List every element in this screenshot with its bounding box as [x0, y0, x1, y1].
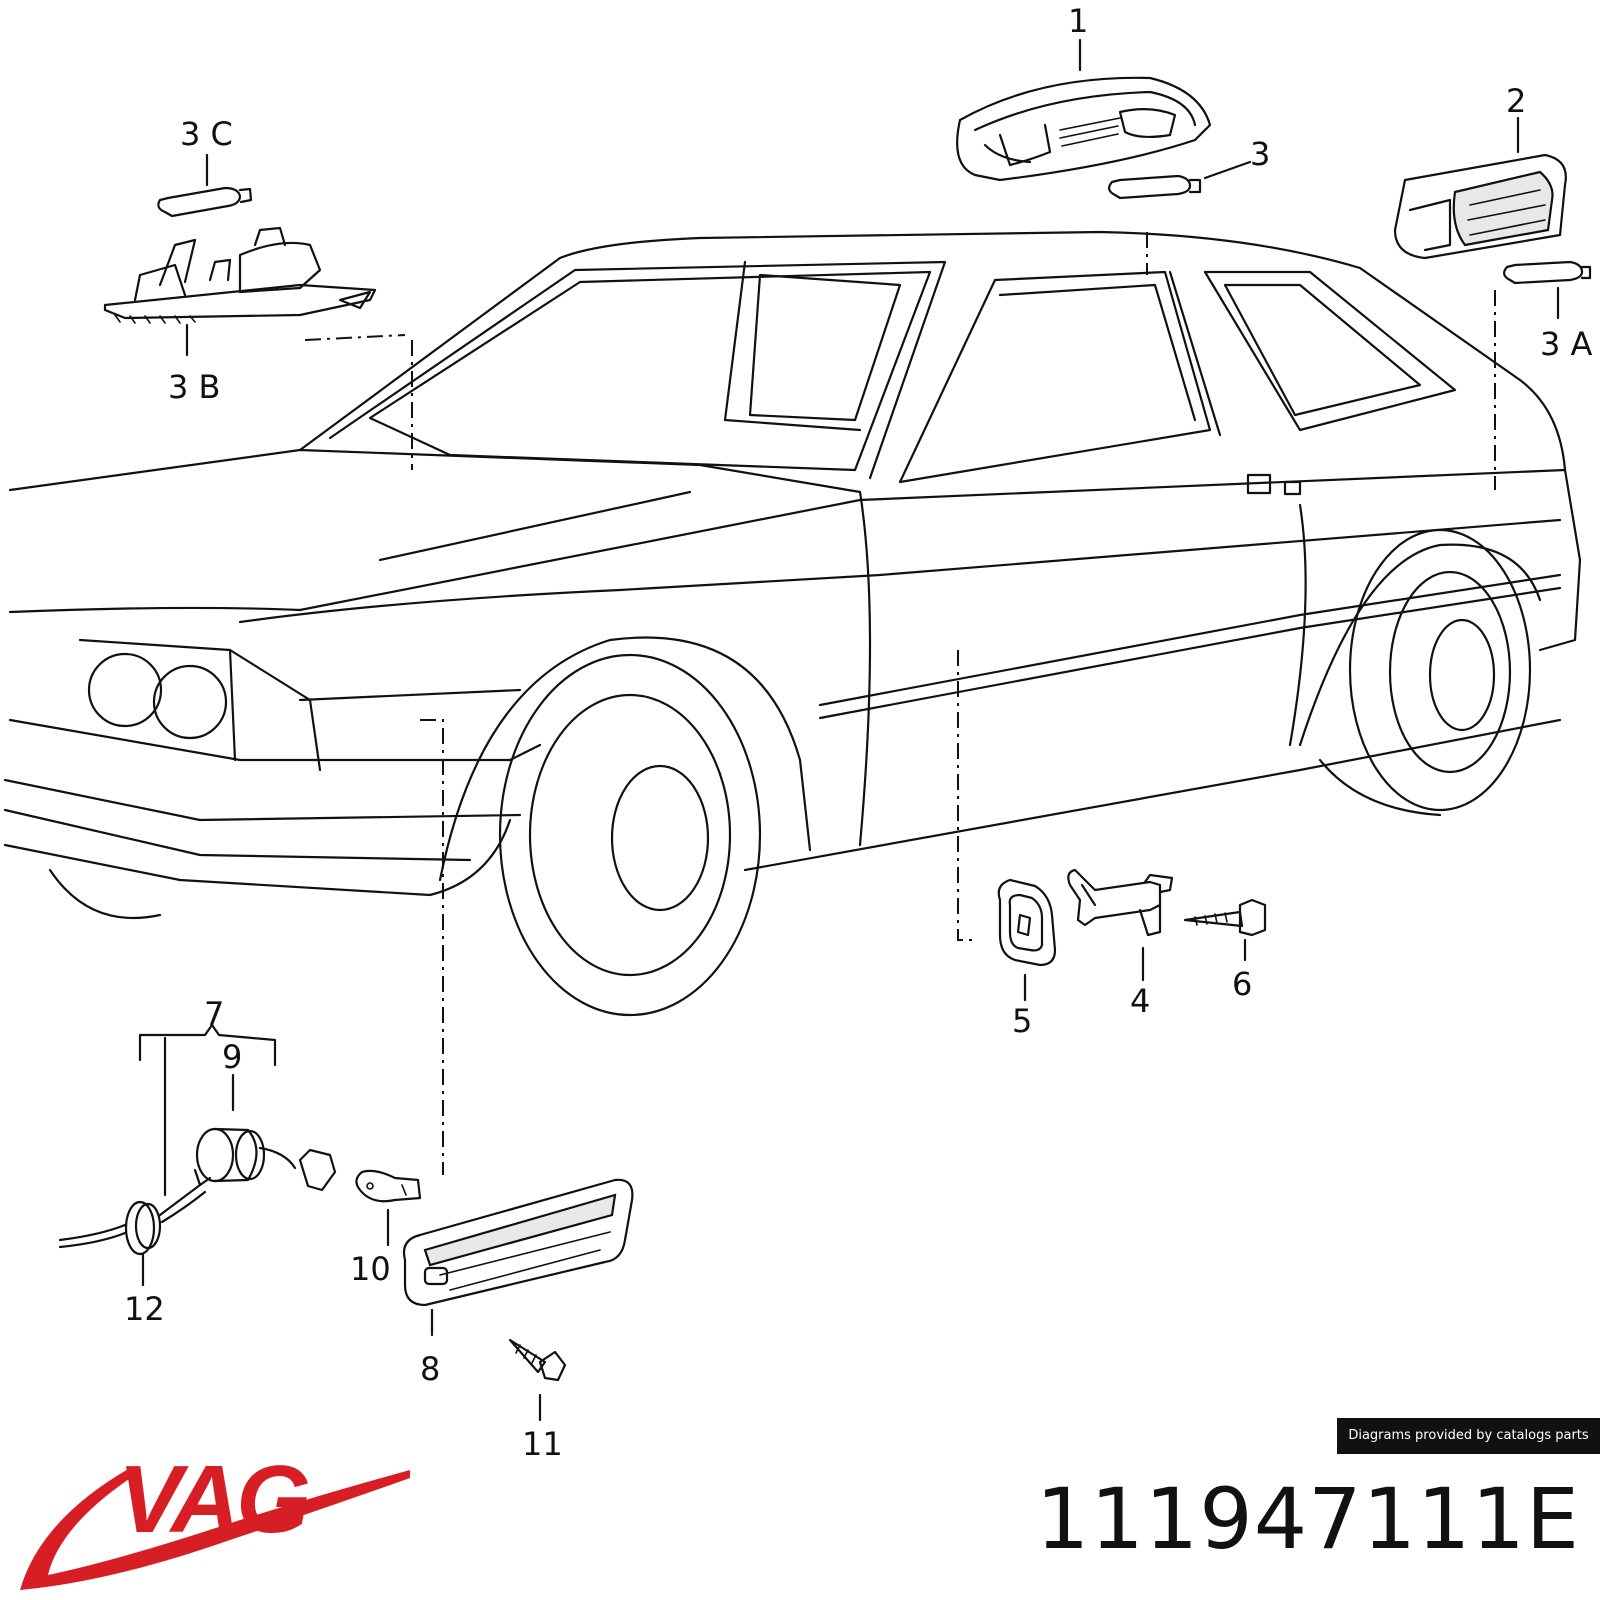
callout-5: 5: [1012, 1002, 1032, 1040]
callout-10: 10: [350, 1250, 391, 1288]
part-10-bulb: [355, 1169, 422, 1203]
leader-lines: [304, 232, 1496, 1175]
vag-logo: VAG: [20, 1446, 410, 1590]
callout-1: 1: [1068, 2, 1088, 40]
callout-labels: 1 2 3 3 A 3 B 3 C 4 5 6 7 8 9 10 11 12: [124, 2, 1593, 1463]
callout-9: 9: [222, 1038, 242, 1076]
part-7-bracket: [138, 1023, 277, 1197]
part-3c-bulb: [157, 186, 253, 218]
part-9-bulb-socket: [193, 1127, 337, 1192]
callout-4: 4: [1130, 982, 1150, 1020]
callout-11: 11: [522, 1425, 563, 1463]
part-6-screw: [1183, 898, 1267, 937]
logo-text: VAG: [118, 1446, 308, 1553]
callout-6: 6: [1232, 965, 1252, 1003]
car-outline: [3, 230, 1582, 1017]
callout-3a: 3 A: [1540, 325, 1593, 363]
callout-7: 7: [204, 995, 224, 1033]
callout-8: 8: [420, 1350, 440, 1388]
part-number: 111947111E: [1035, 1470, 1580, 1568]
callout-2: 2: [1506, 82, 1526, 120]
callout-3c: 3 C: [180, 115, 233, 153]
part-11-screw: [508, 1338, 567, 1382]
part-8-side-marker-lens: [402, 1178, 634, 1307]
part-3b-lamp-housing: [103, 226, 377, 324]
callout-12: 12: [124, 1290, 165, 1328]
part-12-grommet: [58, 1183, 207, 1256]
part-4-door-contact: [1067, 868, 1174, 937]
part-1-interior-lamp: [956, 76, 1212, 182]
logo-swoosh: [20, 1468, 410, 1590]
callout-3b: 3 B: [168, 368, 220, 406]
credit-banner: Diagrams provided by catalogs parts: [1337, 1418, 1600, 1454]
callout-leaders: [141, 38, 1560, 1422]
part-5-rubber-cap: [997, 878, 1057, 967]
part-3a-bulb: [1503, 260, 1592, 285]
part-2-lamp-lens: [1393, 153, 1567, 260]
callout-3: 3: [1250, 135, 1270, 173]
part-3-bulb: [1108, 174, 1202, 200]
